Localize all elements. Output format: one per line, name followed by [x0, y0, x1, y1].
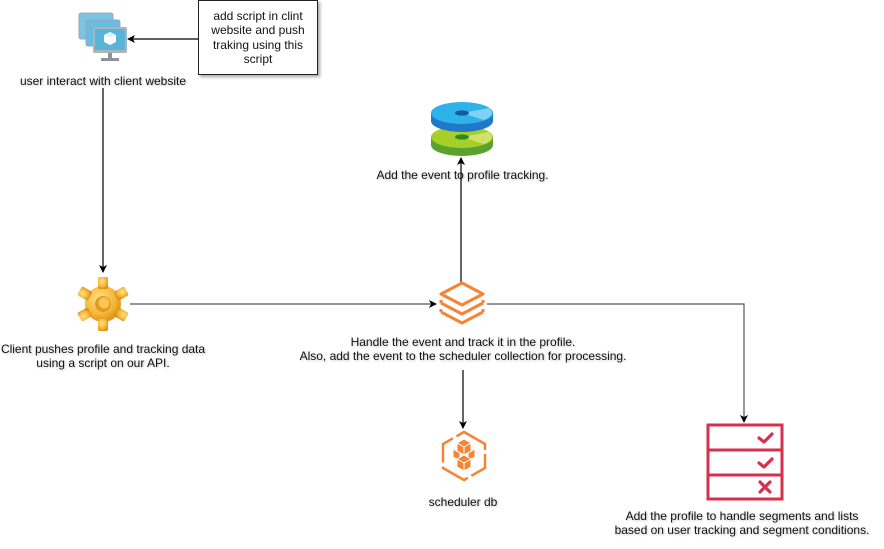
- scheduler-db-label: scheduler db: [428, 495, 498, 509]
- event-handler-label-line1: Handle the event and track it in the pro…: [350, 335, 576, 349]
- check-mark-2: [757, 457, 774, 469]
- segments-label-line2: based on user tracking and segment condi…: [614, 523, 870, 537]
- client-api-label: Client pushes profile and tracking data …: [0, 342, 206, 370]
- profile-tracking-label: Add the event to profile tracking.: [376, 168, 549, 182]
- client-api-label-line1: Client pushes profile and tracking data: [0, 342, 206, 356]
- user-site-label: user interact with client website: [19, 74, 187, 88]
- client-api-label-line2: using a script on our API.: [36, 356, 170, 370]
- gear-icon[interactable]: [76, 276, 130, 332]
- edge-event-handler-to-segments: [487, 303, 748, 423]
- note-add-script[interactable]: add script in clint website and push tra…: [198, 0, 318, 75]
- segments-label-line1: Add the profile to handle segments and l…: [625, 509, 859, 523]
- check-mark-1: [757, 432, 774, 444]
- event-handler-label: Handle the event and track it in the pro…: [263, 335, 663, 363]
- checklist-icon[interactable]: [706, 423, 784, 501]
- segments-label: Add the profile to handle segments and l…: [600, 509, 884, 537]
- disk-storage-icon[interactable]: [429, 101, 495, 159]
- note-text: add script in clint website and push tra…: [211, 8, 305, 67]
- virtual-machines-icon[interactable]: [78, 12, 130, 64]
- layers-icon[interactable]: [437, 280, 487, 330]
- x-mark: [758, 480, 772, 494]
- event-handler-label-line2: Also, add the event to the scheduler col…: [299, 349, 627, 363]
- cube-cluster-icon[interactable]: [439, 430, 489, 482]
